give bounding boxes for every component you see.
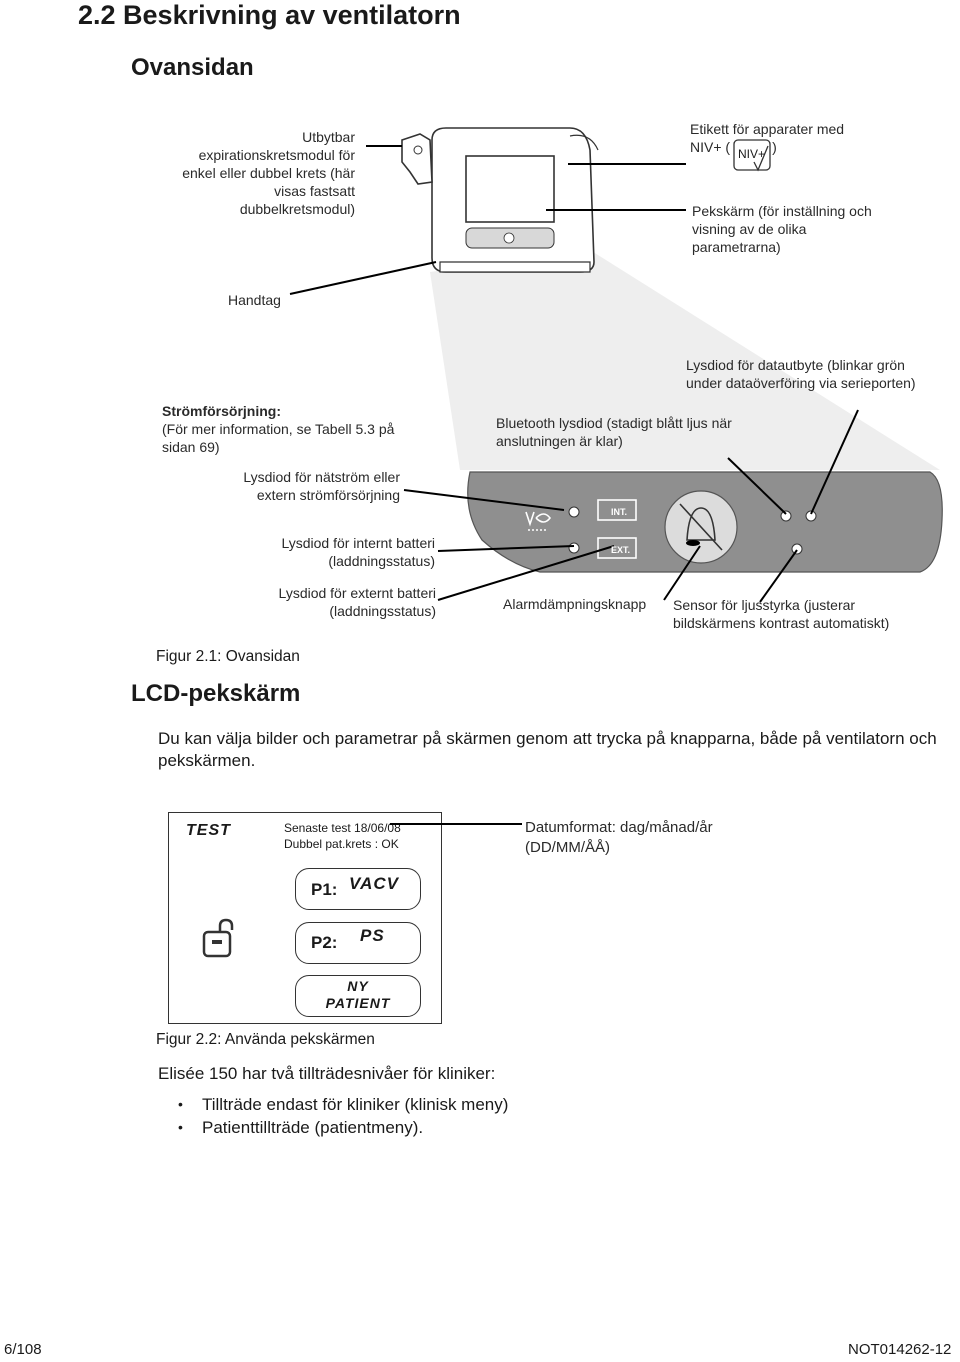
p1-label: P1:	[311, 880, 338, 899]
light-sensor	[791, 543, 803, 555]
list-item: Tillträde endast för kliniker (klinisk m…	[158, 1093, 508, 1116]
ext-led	[568, 542, 580, 554]
int-label: INT.	[611, 507, 628, 517]
niv-badge-icon	[733, 139, 771, 172]
new-patient-label: NY PATIENT	[325, 978, 391, 1011]
document-id: NOT014262-12	[848, 1341, 952, 1358]
internal-battery-icon	[597, 499, 637, 521]
niv-label: Etikett för apparater med NIV+ ()	[690, 121, 845, 155]
circuit-status-text: Dubbel pat.krets : OK	[284, 837, 399, 851]
lcd-intro: Du kan välja bilder och parametrar på sk…	[158, 729, 937, 770]
zoom-beam	[430, 250, 940, 470]
mains-led	[568, 506, 580, 518]
access-intro: Elisée 150 har två tillträdesnivåer för …	[158, 1064, 496, 1083]
last-test-text: Senaste test 18/06/08	[284, 821, 401, 835]
expiration-module-shape	[401, 133, 433, 185]
light-sensor-label: Sensor för ljusstyrka (justerar bildskär…	[673, 597, 890, 631]
mains-icon	[525, 511, 552, 531]
p1-mode: VACV	[349, 874, 399, 893]
list-item: Patienttillträde (patientmeny).	[158, 1116, 508, 1139]
lcd-heading: LCD-pekskärm	[131, 680, 301, 707]
p1-button[interactable]	[295, 868, 421, 910]
section-title: Ovansidan	[131, 54, 254, 81]
alarm-led	[686, 540, 700, 546]
internal-battery-label: Lysdiod för internt batteri (laddningsst…	[281, 535, 435, 569]
page-number: 6/108	[4, 1341, 42, 1358]
niv-badge-text: NIV+	[738, 147, 766, 161]
power-supply-label: Strömförsörjning: (För mer information, …	[162, 403, 395, 455]
external-battery-icon	[597, 537, 637, 559]
lcd-screen	[168, 812, 442, 1024]
handle-label: Handtag	[228, 292, 281, 308]
page-title: 2.2 Beskrivning av ventilatorn	[78, 0, 461, 30]
touchscreen-label: Pekskärm (för inställning och visning av…	[692, 203, 872, 255]
p2-button[interactable]	[295, 922, 421, 964]
figure2-caption: Figur 2.2: Använda pekskärmen	[156, 1031, 375, 1048]
ventilator-top-illustration	[289, 127, 943, 603]
handle-shape	[439, 261, 591, 273]
test-button[interactable]: TEST	[186, 822, 231, 839]
bluetooth-led-label: Bluetooth lysdiod (stadigt blått ljus nä…	[496, 415, 732, 449]
new-patient-button[interactable]	[295, 975, 421, 1017]
p2-mode: PS	[360, 926, 385, 945]
alarm-button-label: Alarmdämpningsknapp	[503, 596, 647, 612]
ext-label: EXT.	[611, 545, 631, 555]
data-led	[805, 510, 817, 522]
p2-label: P2:	[311, 933, 338, 952]
access-list: Tillträde endast för kliniker (klinisk m…	[158, 1093, 508, 1139]
expiration-module-label: Utbytbar expirationskretsmodul för enkel…	[182, 129, 355, 217]
data-led-label: Lysdiod för datautbyte (blinkar grön und…	[686, 357, 916, 391]
external-battery-label: Lysdiod för externt batteri (laddningsst…	[278, 585, 436, 619]
bluetooth-led	[780, 510, 792, 522]
unlock-icon[interactable]	[200, 918, 240, 960]
date-format-label: Datumformat: dag/månad/år (DD/MM/ÅÅ)	[525, 819, 713, 856]
leader-lines	[289, 145, 859, 603]
figure1-caption: Figur 2.1: Ovansidan	[156, 648, 300, 665]
date-format-leader	[390, 823, 522, 825]
mains-led-label: Lysdiod för nätström eller extern strömf…	[243, 469, 400, 503]
touchscreen-shape	[465, 155, 555, 223]
